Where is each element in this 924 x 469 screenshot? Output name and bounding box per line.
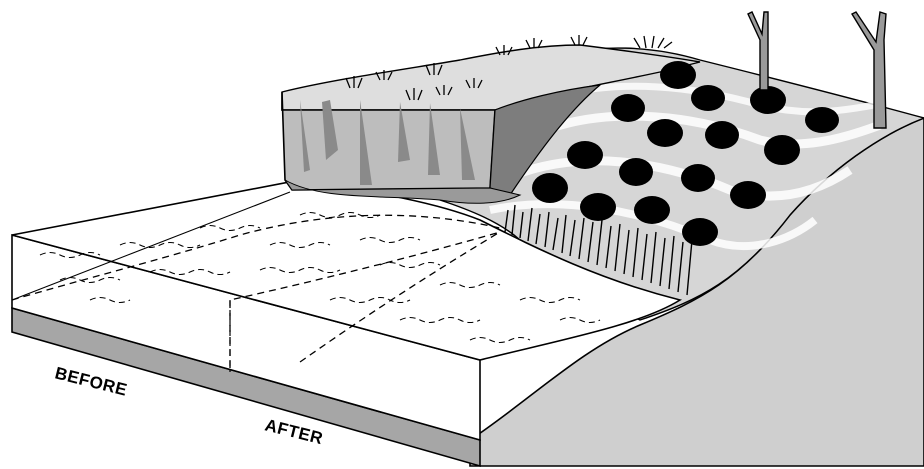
shrub: [647, 119, 683, 147]
shrub: [619, 158, 653, 186]
shrub: [634, 196, 670, 224]
after-label: AFTER: [263, 415, 325, 448]
shrub: [691, 85, 725, 111]
shrub: [580, 193, 616, 221]
shrub: [764, 135, 800, 165]
shrub: [805, 107, 839, 133]
shrub: [611, 94, 645, 122]
shrub: [681, 164, 715, 192]
shrub: [532, 173, 568, 203]
shrub: [730, 181, 766, 209]
shrub: [682, 218, 718, 246]
shrub: [705, 121, 739, 149]
shrub: [660, 61, 696, 89]
shrub: [567, 141, 603, 169]
before-label: BEFORE: [53, 363, 129, 399]
